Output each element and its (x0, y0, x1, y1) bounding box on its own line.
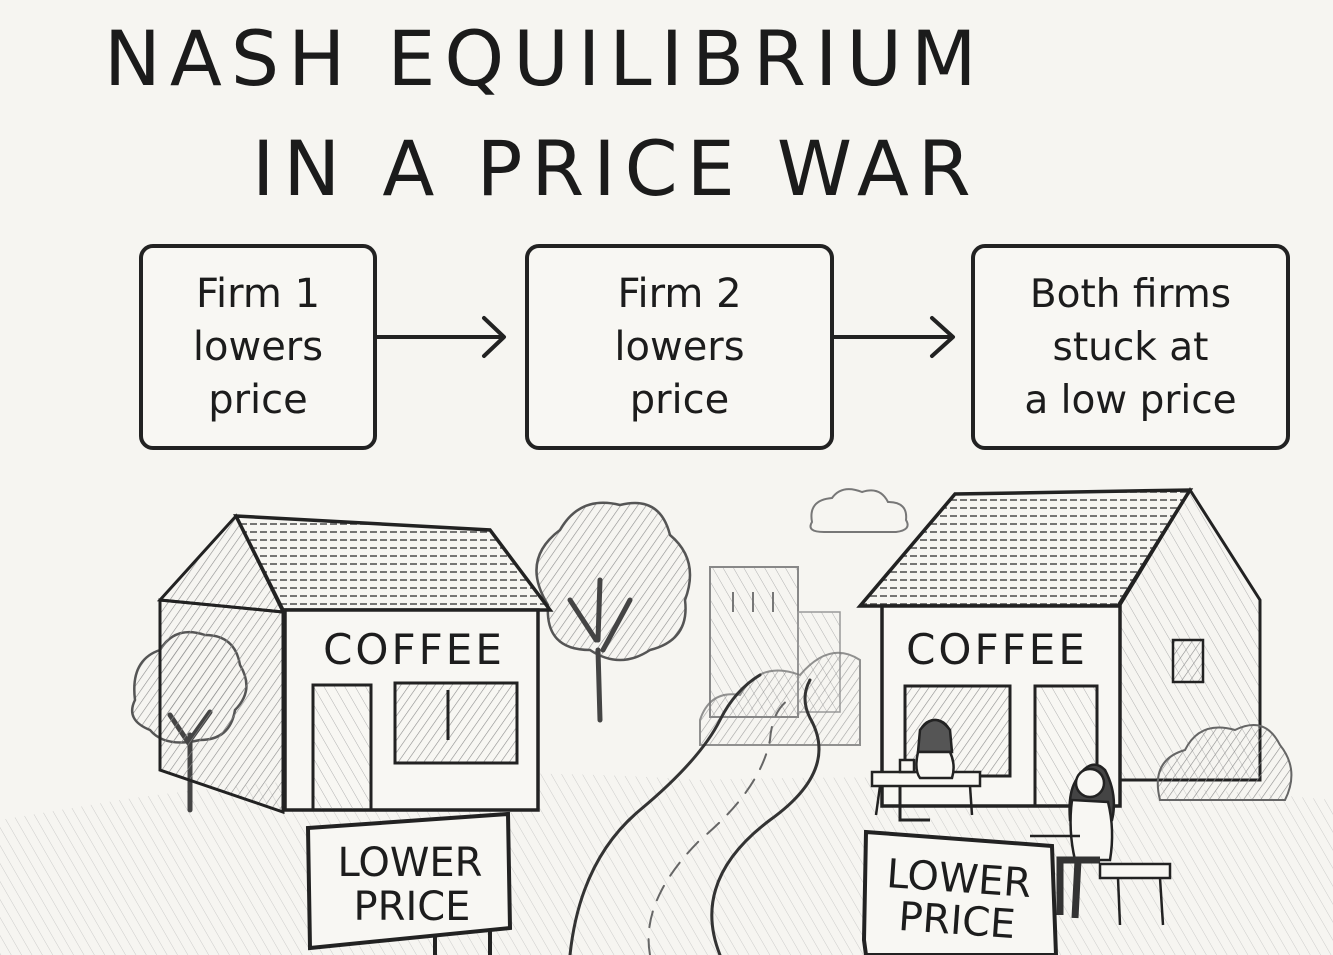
title-line-1: NASH EQUILIBRIUM (104, 14, 986, 103)
arrow-1 (375, 316, 506, 358)
step-label-both-firms: Both firms stuck at a low price (1024, 271, 1237, 423)
right-shop-name: COFFEE (906, 625, 1088, 674)
step-box-firm-1: Firm 1 lowers price (139, 244, 377, 450)
right-price-sign: LOWER PRICE (861, 829, 1059, 955)
left-sign-line-1: LOWER (338, 840, 483, 886)
step-box-firm-2: Firm 2 lowers price (525, 244, 834, 450)
right-coffee-shop: COFFEE (856, 487, 1262, 808)
left-shop-name: COFFEE (323, 625, 505, 674)
left-price-sign: LOWER PRICE (305, 811, 513, 955)
bushes-center (699, 651, 861, 746)
road (568, 673, 821, 955)
right-sign-line-2: PRICE (897, 894, 1017, 948)
person-on-bench (1030, 763, 1172, 926)
cloud-icon (809, 488, 909, 533)
step-label-firm-1: Firm 1 lowers price (192, 270, 324, 423)
left-sign-line-2: PRICE (354, 884, 471, 930)
bushes-right (1156, 724, 1293, 801)
right-sign-line-1: LOWER (885, 851, 1033, 907)
step-label-firm-2: Firm 2 lowers price (614, 270, 745, 423)
central-tree (535, 501, 692, 723)
step-box-both-firms: Both firms stuck at a low price (971, 244, 1290, 450)
person-at-table (870, 718, 982, 822)
title-line-2: IN A PRICE WAR (252, 124, 980, 213)
left-coffee-shop: COFFEE (156, 513, 554, 815)
arrow-2 (832, 316, 955, 358)
